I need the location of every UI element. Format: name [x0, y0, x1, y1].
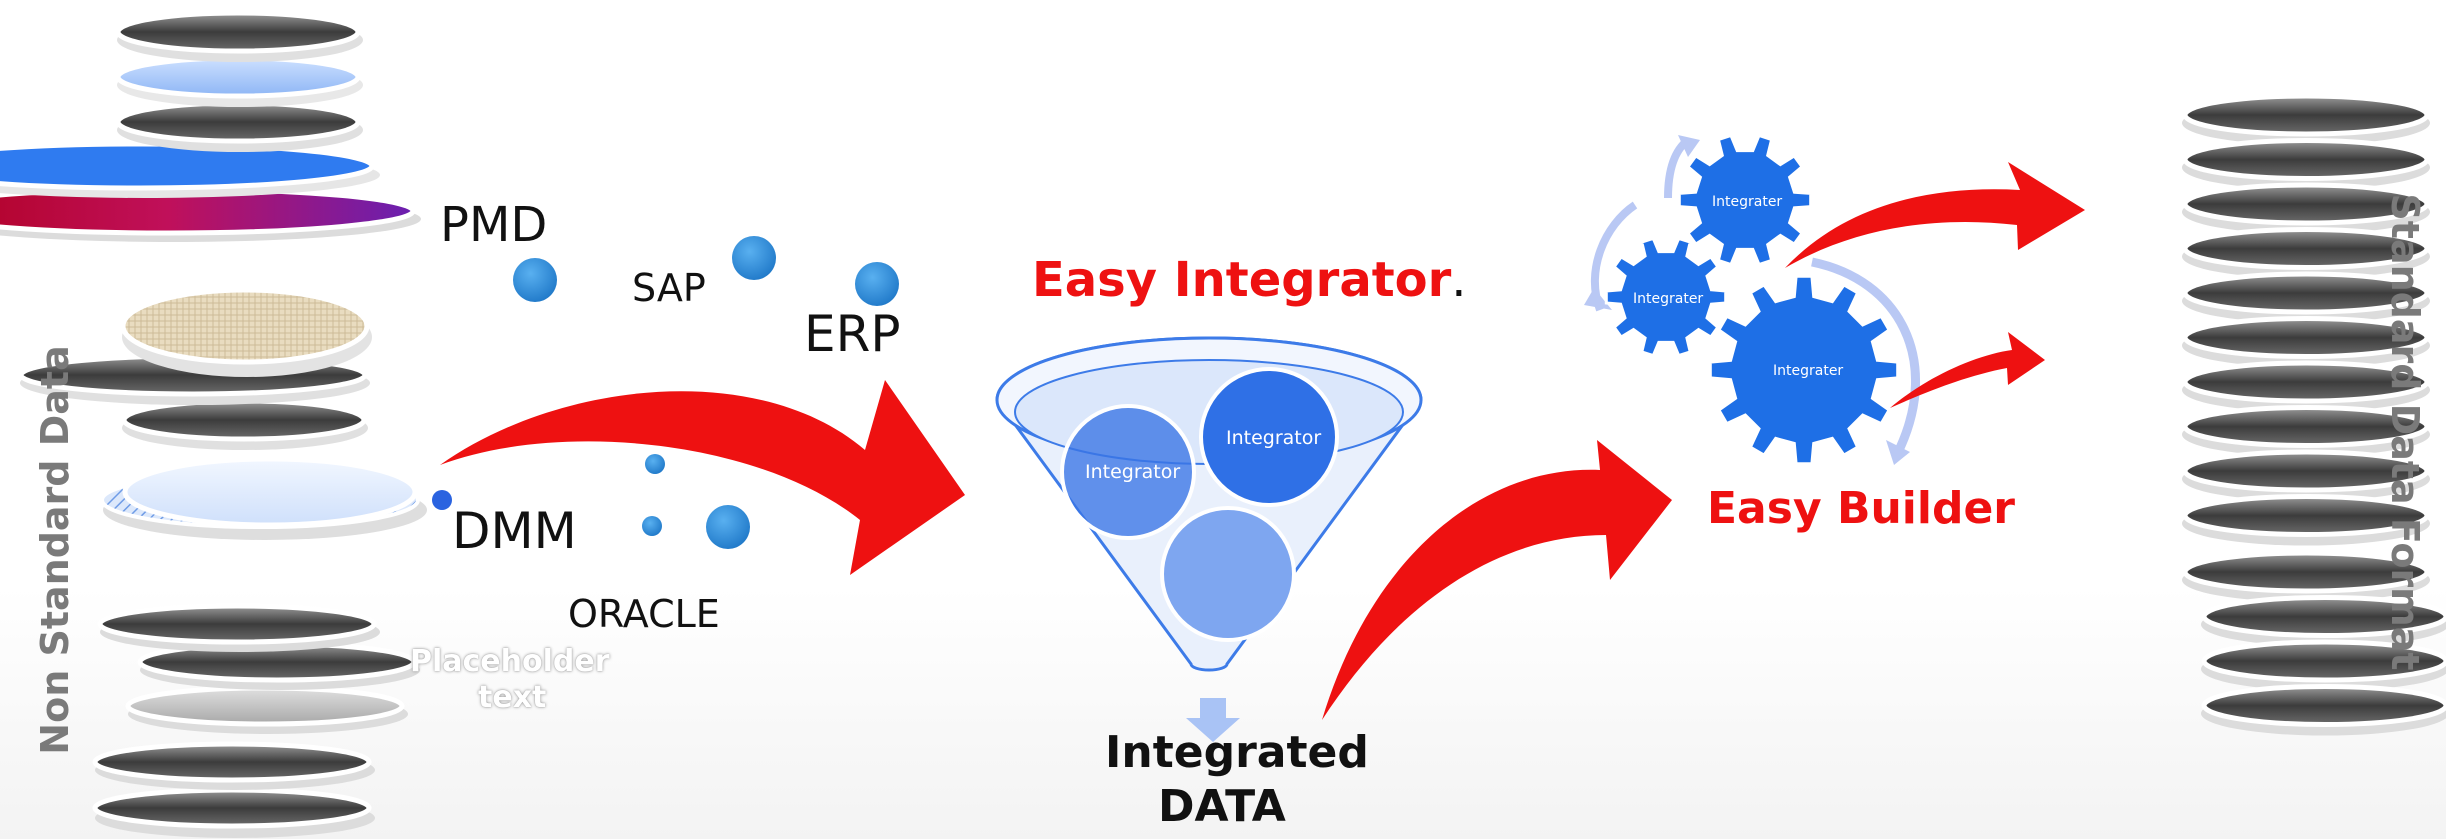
standard-disk: [2182, 271, 2430, 315]
easy-integrator-text: Easy Integrator: [1032, 252, 1452, 308]
left-disk-stack-bottom: [92, 603, 420, 838]
standard-disk: [2182, 494, 2430, 537]
gear-icon-top: [1677, 133, 1813, 267]
standard-disk: [2182, 93, 2430, 137]
standard-disk: [2182, 138, 2430, 181]
integrated-data-line2: DATA: [1158, 781, 1286, 832]
gear-label-large: Integrater: [1773, 363, 1844, 379]
easy-builder-title: Easy Builder: [1707, 483, 2015, 534]
easy-integrator-title: Easy Integrator.: [1032, 252, 1467, 308]
down-arrow-icon: [1186, 698, 1240, 742]
source-label-dmm: DMM: [452, 502, 577, 560]
source-dots: [432, 236, 899, 549]
red-arrow-to-builder: [1322, 440, 1672, 720]
standard-disk: [2182, 550, 2430, 594]
red-arrow-to-standard-top: [1785, 162, 2085, 268]
source-label-oracle: ORACLE: [568, 592, 720, 636]
source-label-erp: ERP: [804, 305, 901, 363]
gear-icon-left: [1604, 236, 1728, 358]
integrator-funnel: [995, 336, 1423, 672]
easy-integrator-dot: .: [1451, 252, 1467, 308]
placeholder-text-line2: text: [478, 680, 547, 715]
source-label-sap: SAP: [632, 266, 706, 310]
gear-label-top: Integrater: [1712, 194, 1783, 210]
funnel-circle-label-1: Integrator: [1085, 461, 1181, 483]
gear-icon-large: [1708, 274, 1900, 466]
gear-cluster: [1584, 133, 1920, 466]
integrated-data-line1: Integrated: [1105, 727, 1369, 778]
standard-disk: [2182, 360, 2430, 404]
standard-disk: [2201, 684, 2446, 727]
standard-disk: [2182, 316, 2430, 359]
standard-disk: [2201, 595, 2446, 638]
left-disk-stack-top: [0, 10, 421, 242]
right-disk-stack: [2182, 93, 2446, 736]
gear-label-left: Integrater: [1633, 291, 1704, 307]
left-axis-label: Non Standard Data: [33, 345, 77, 755]
left-disk-stack-middle: [18, 287, 427, 540]
standard-disk: [2182, 227, 2430, 270]
right-axis-label: Standard Data Format: [2383, 193, 2427, 671]
standard-disk: [2182, 449, 2430, 493]
funnel-circle-label-2: Integrator: [1226, 427, 1322, 449]
red-arrow-to-integrator: [440, 380, 965, 575]
red-arrow-to-standard-bottom: [1890, 332, 2045, 408]
standard-disk: [2182, 182, 2430, 226]
source-label-pmd: PMD: [440, 197, 548, 253]
standard-disk: [2182, 405, 2430, 448]
standard-disk: [2201, 639, 2446, 683]
placeholder-text-line1: Placeholder: [410, 644, 610, 679]
